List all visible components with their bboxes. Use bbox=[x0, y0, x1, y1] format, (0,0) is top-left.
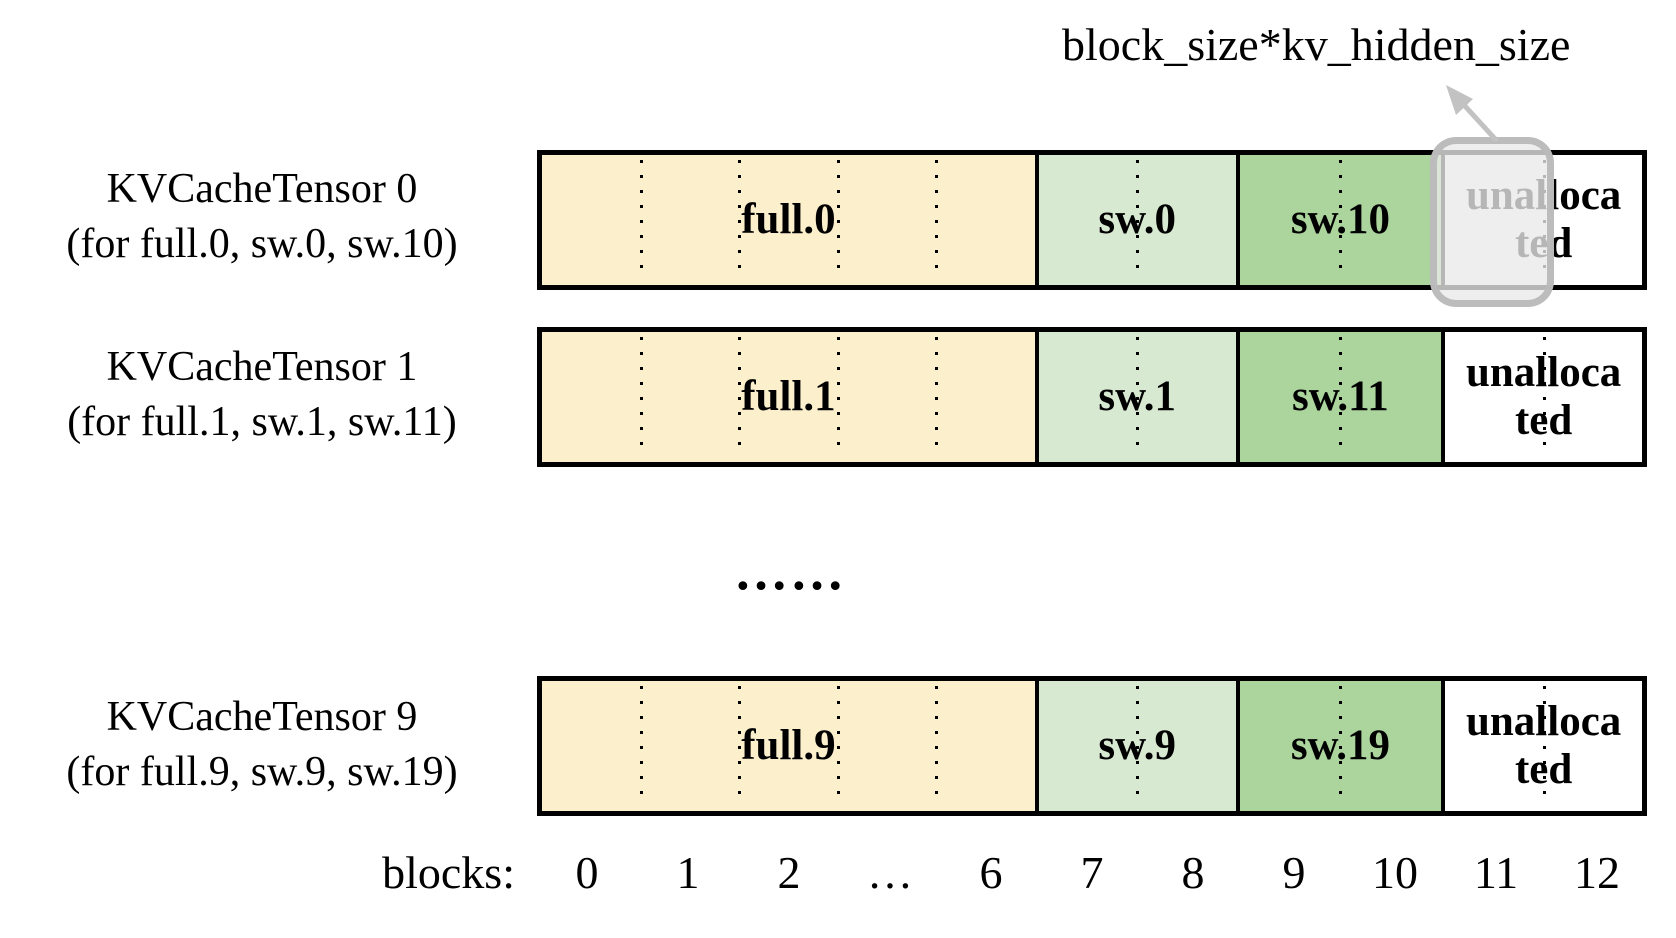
unallocated-line-2: ted bbox=[1514, 746, 1573, 793]
axis-label-7: 7 bbox=[1080, 847, 1104, 898]
axis-label-12: 12 bbox=[1574, 847, 1620, 898]
axis-label-ellipsis: … bbox=[867, 847, 913, 898]
block-size-highlight bbox=[1430, 137, 1554, 307]
axis-label-9: 9 bbox=[1282, 847, 1306, 898]
block-divider bbox=[935, 160, 939, 280]
section-full-1: full.1 bbox=[542, 332, 1035, 462]
section-sw-11: sw.11 bbox=[1235, 332, 1442, 462]
section-sw-9: sw.9 bbox=[1034, 681, 1236, 811]
section-label: sw.10 bbox=[1290, 195, 1390, 243]
section-full-0: full.0 bbox=[542, 155, 1035, 285]
block-divider bbox=[1542, 337, 1546, 457]
row-subtitle: (for full.9, sw.9, sw.19) bbox=[66, 749, 458, 795]
block-divider bbox=[836, 160, 840, 280]
block-size-annotation: block_size*kv_hidden_size bbox=[1062, 19, 1571, 70]
row-label-tensor-0: KVCacheTensor 0 (for full.0, sw.0, sw.10… bbox=[12, 162, 512, 272]
axis-label-2: 2 bbox=[777, 847, 801, 898]
row-title: KVCacheTensor 9 bbox=[106, 694, 418, 740]
section-label: sw.19 bbox=[1290, 721, 1390, 769]
section-label: sw.9 bbox=[1098, 721, 1177, 769]
section-unallocated-1: unalloca ted bbox=[1441, 332, 1642, 462]
section-unallocated-9: unalloca ted bbox=[1441, 681, 1642, 811]
unallocated-line-1: unalloca bbox=[1465, 697, 1622, 745]
block-divider bbox=[1339, 160, 1343, 280]
block-divider bbox=[1339, 337, 1343, 457]
block-divider bbox=[935, 686, 939, 806]
row-label-tensor-9: KVCacheTensor 9 (for full.9, sw.9, sw.19… bbox=[12, 690, 512, 800]
section-label: unalloca ted bbox=[1466, 698, 1621, 794]
axis-label-6: 6 bbox=[979, 847, 1003, 898]
section-sw-0: sw.0 bbox=[1034, 155, 1236, 285]
row-subtitle: (for full.1, sw.1, sw.11) bbox=[67, 399, 457, 445]
unallocated-line-2: ted bbox=[1514, 397, 1573, 444]
block-divider bbox=[1339, 686, 1343, 806]
section-full-9: full.9 bbox=[542, 681, 1035, 811]
block-divider bbox=[1542, 686, 1546, 806]
block-divider bbox=[836, 686, 840, 806]
block-divider bbox=[836, 337, 840, 457]
block-divider bbox=[738, 160, 742, 280]
section-sw-19: sw.19 bbox=[1235, 681, 1442, 811]
section-label: sw.1 bbox=[1098, 372, 1177, 420]
block-divider bbox=[935, 337, 939, 457]
block-divider bbox=[1136, 337, 1140, 457]
section-label: full.0 bbox=[741, 195, 836, 243]
axis-label-11: 11 bbox=[1473, 847, 1519, 898]
axis-label-0: 0 bbox=[575, 847, 599, 898]
section-label: full.1 bbox=[741, 372, 836, 420]
kvcache-bar-9: full.9 sw.9 sw.19 unalloca ted bbox=[537, 676, 1647, 816]
row-title: KVCacheTensor 1 bbox=[106, 344, 418, 390]
kvcache-bar-1: full.1 sw.1 sw.11 unalloca ted bbox=[537, 327, 1647, 467]
row-label-tensor-1: KVCacheTensor 1 (for full.1, sw.1, sw.11… bbox=[12, 340, 512, 450]
block-divider bbox=[639, 160, 643, 280]
block-divider bbox=[639, 337, 643, 457]
section-label: sw.11 bbox=[1292, 372, 1389, 420]
block-divider bbox=[1136, 160, 1140, 280]
section-label: full.9 bbox=[741, 721, 836, 769]
block-divider bbox=[738, 686, 742, 806]
block-divider bbox=[639, 686, 643, 806]
section-label: unalloca ted bbox=[1466, 349, 1621, 445]
axis-title: blocks: bbox=[382, 847, 515, 898]
block-divider bbox=[1136, 686, 1140, 806]
block-divider bbox=[738, 337, 742, 457]
section-sw-1: sw.1 bbox=[1034, 332, 1236, 462]
axis-label-8: 8 bbox=[1181, 847, 1205, 898]
section-label: sw.0 bbox=[1098, 195, 1177, 243]
row-subtitle: (for full.0, sw.0, sw.10) bbox=[66, 221, 458, 267]
axis-label-10: 10 bbox=[1372, 847, 1418, 898]
row-title: KVCacheTensor 0 bbox=[106, 166, 418, 212]
unallocated-line-1: unalloca bbox=[1465, 348, 1622, 396]
axis-label-1: 1 bbox=[676, 847, 700, 898]
rows-ellipsis: …… bbox=[734, 541, 846, 601]
section-sw-10: sw.10 bbox=[1235, 155, 1442, 285]
